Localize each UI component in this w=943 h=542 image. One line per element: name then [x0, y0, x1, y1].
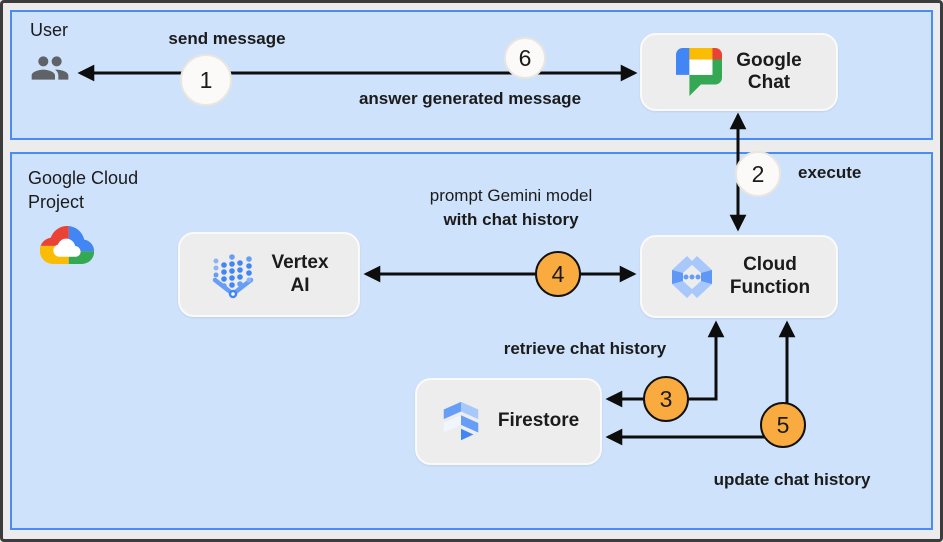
- label-with-chat-history: with chat history: [443, 210, 579, 229]
- step-badge-3: 3: [643, 376, 689, 422]
- node-google-chat: Google Chat: [640, 33, 838, 111]
- node-cloud-function: Cloud Function: [640, 235, 838, 318]
- zone-gcp-title-line2: Project: [28, 192, 85, 212]
- cloud-functions-icon: [668, 253, 716, 301]
- zone-gcp-title: Google Cloud Project: [28, 166, 138, 214]
- node-firestore-label: Firestore: [497, 410, 580, 432]
- label-prompt-gemini-model: prompt Gemini model: [429, 186, 593, 205]
- node-cloud-function-label-line2: Function: [729, 276, 811, 298]
- google-cloud-icon: [38, 224, 96, 266]
- zone-user-title: User: [30, 20, 69, 40]
- step-badge-2: 2: [735, 151, 781, 197]
- users-icon: [26, 48, 74, 88]
- node-vertex-ai-label-line1: Vertex: [271, 252, 329, 274]
- step-badge-6: 6: [504, 37, 546, 79]
- zone-gcp-title-line1: Google Cloud: [28, 168, 139, 188]
- node-google-chat-label-line2: Chat: [747, 72, 791, 93]
- node-google-chat-label: Google Chat: [736, 50, 801, 95]
- google-chat-icon: [676, 48, 723, 96]
- node-firestore: Firestore: [415, 378, 602, 465]
- label-retrieve-chat-history: retrieve chat history: [503, 339, 667, 358]
- firestore-icon: [438, 399, 484, 445]
- node-google-chat-label-line1: Google: [736, 49, 802, 71]
- node-vertex-ai: Vertex AI: [178, 232, 360, 317]
- label-execute: execute: [798, 163, 862, 182]
- label-answer-generated-message: answer generated message: [358, 89, 582, 108]
- node-cloud-function-label: Cloud Function: [730, 254, 810, 299]
- node-vertex-ai-label: Vertex AI: [271, 252, 328, 297]
- step-badge-1: 1: [180, 54, 232, 106]
- step-badge-4: 4: [535, 251, 581, 297]
- node-cloud-function-label-line1: Cloud: [743, 254, 797, 276]
- step-badge-5: 5: [760, 402, 806, 448]
- node-vertex-ai-label-line2: AI: [290, 274, 310, 296]
- label-send-message: send message: [168, 29, 286, 48]
- vertex-ai-icon: [209, 251, 257, 299]
- label-update-chat-history: update chat history: [713, 470, 871, 489]
